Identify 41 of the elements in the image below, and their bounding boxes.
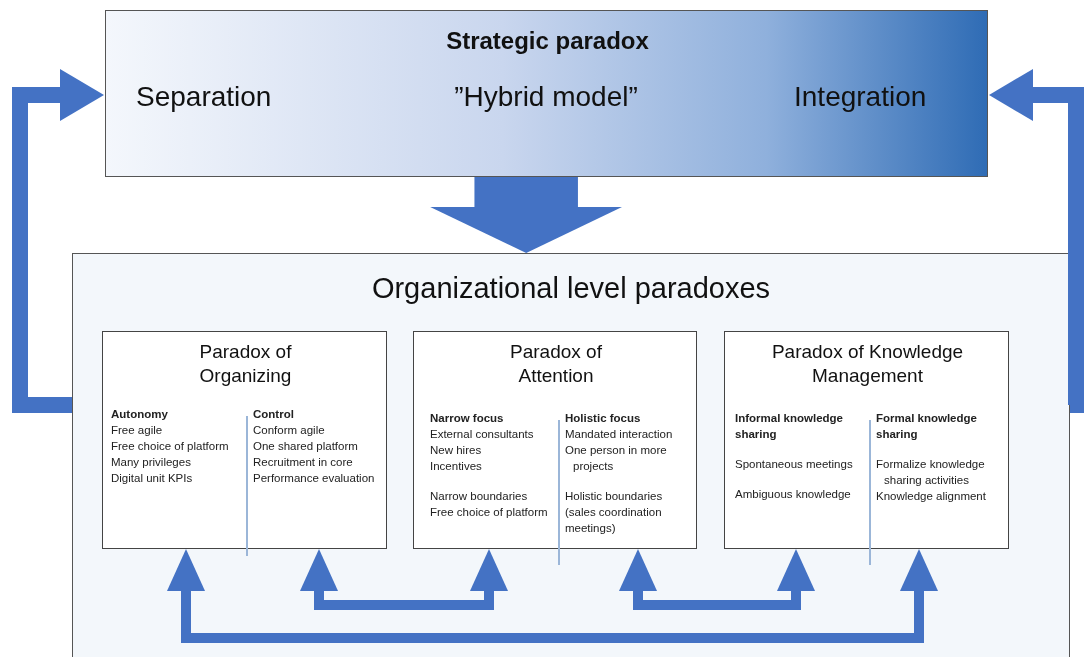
strategy-label: Integration [794,81,928,113]
column-heading: Control [253,407,295,422]
list-item: One shared platform [253,439,359,454]
arrow [167,549,938,643]
box-heading: Paradox of Knowledge Management [770,340,965,388]
strategy-box [105,10,988,177]
list-item: Performance evaluation [253,471,376,486]
list-item: Free choice of platform [111,439,230,454]
box-heading: Paradox of Organizing [198,340,293,388]
column-heading: Informal knowledge sharing [735,411,844,442]
container-box [72,253,1070,657]
list-item: New hires [430,443,483,458]
list-item: Spontaneous meetings [735,457,854,472]
list-item: Holistic boundaries (sales coordination meetings) [565,489,664,536]
list-item: One person in more projects [565,443,668,474]
list-item: Free agile [111,423,164,438]
column-heading: Narrow focus [430,411,505,426]
box-heading: Strategic paradox [445,27,650,55]
arrow [619,549,815,610]
list-item: Ambiguous knowledge [735,487,852,502]
list-item: Free choice of platform [430,505,549,520]
arrow [989,69,1084,413]
column-heading: Holistic focus [565,411,642,426]
section-heading: Organizational level paradoxes [370,272,772,305]
list-item: Mandated interaction [565,427,674,442]
box-heading: Paradox of Attention [509,340,603,388]
strategy-label: Separation [136,81,273,113]
strategy-label: ”Hybrid model” [453,81,639,113]
list-item: Recruitment in core [253,455,354,470]
list-item: Many privileges [111,455,192,470]
list-item: Incentives [430,459,483,474]
arrow [300,549,508,610]
list-item: Conform agile [253,423,326,438]
column-heading: Formal knowledge sharing [876,411,978,442]
list-item: Formalize knowledge sharing activities [876,457,986,488]
arrow [430,177,623,253]
column-heading: Autonomy [111,407,169,422]
list-item: External consultants [430,427,535,442]
list-item: Digital unit KPIs [111,471,194,486]
list-item: Knowledge alignment [876,489,987,504]
list-item: Narrow boundaries [430,489,529,504]
